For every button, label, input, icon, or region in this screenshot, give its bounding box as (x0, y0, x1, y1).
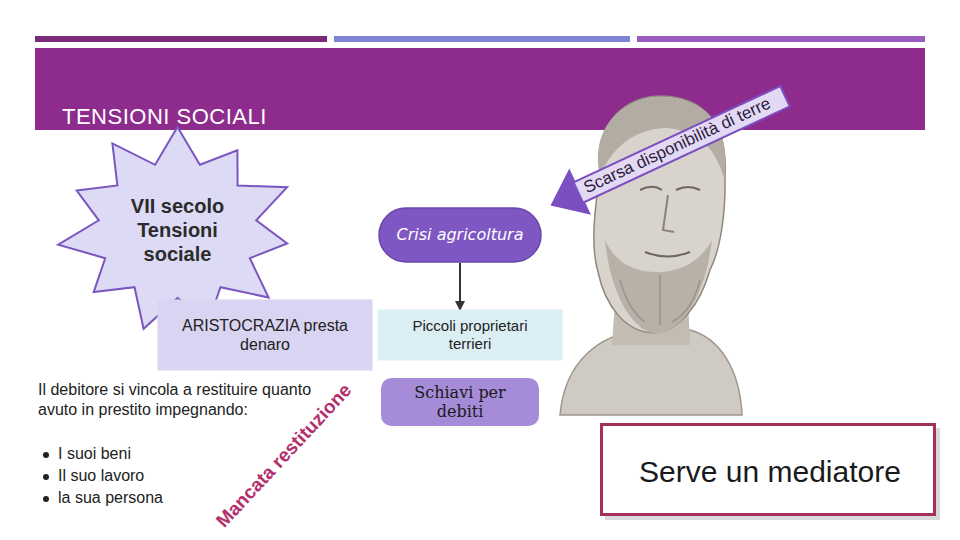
note-text: Il debitore si vincola a restituire quan… (38, 380, 323, 420)
top-bar (637, 36, 925, 42)
rect-shape (378, 310, 562, 360)
bullet-dot (43, 452, 49, 458)
node-text: VII secolo Tensioni sociale (113, 194, 243, 266)
slide-title: TENSIONI SOCIALI (62, 104, 267, 130)
node-text: Serve un mediatore (639, 454, 901, 490)
connector-arrow (459, 263, 461, 310)
conclusion-box: Serve un mediatore (600, 423, 940, 520)
rounded-shape (380, 377, 541, 428)
node-text: ARISTOCRAZIA presta denaro (180, 316, 350, 354)
arrow-shape (542, 74, 795, 225)
bullet-item: I suoi beni (58, 444, 131, 464)
title-banner (35, 48, 925, 130)
bullet-item: Il suo lavoro (58, 466, 144, 486)
bullet-dot (43, 474, 49, 480)
star-shape (58, 127, 287, 329)
bust-illustration (560, 96, 742, 415)
pill-shape (379, 208, 541, 262)
rect-shape (158, 300, 372, 370)
node-text: Crisi agricoltura (397, 225, 524, 244)
top-bar (334, 36, 630, 42)
bullet-dot (43, 496, 49, 502)
node-outline (158, 300, 372, 370)
process-box: Piccoli proprietari terrieri (378, 310, 562, 360)
top-bar (35, 36, 327, 42)
process-box: ARISTOCRAZIA presta denaro (158, 300, 372, 370)
frame-shape (602, 425, 935, 515)
bullet-item: la sua persona (58, 488, 163, 508)
process-box: Schiavi per debiti (378, 375, 542, 429)
node-text: Piccoli proprietari terrieri (390, 317, 550, 353)
node-text: Schiavi per debiti (390, 383, 530, 421)
process-box: Crisi agricoltura (378, 207, 542, 263)
